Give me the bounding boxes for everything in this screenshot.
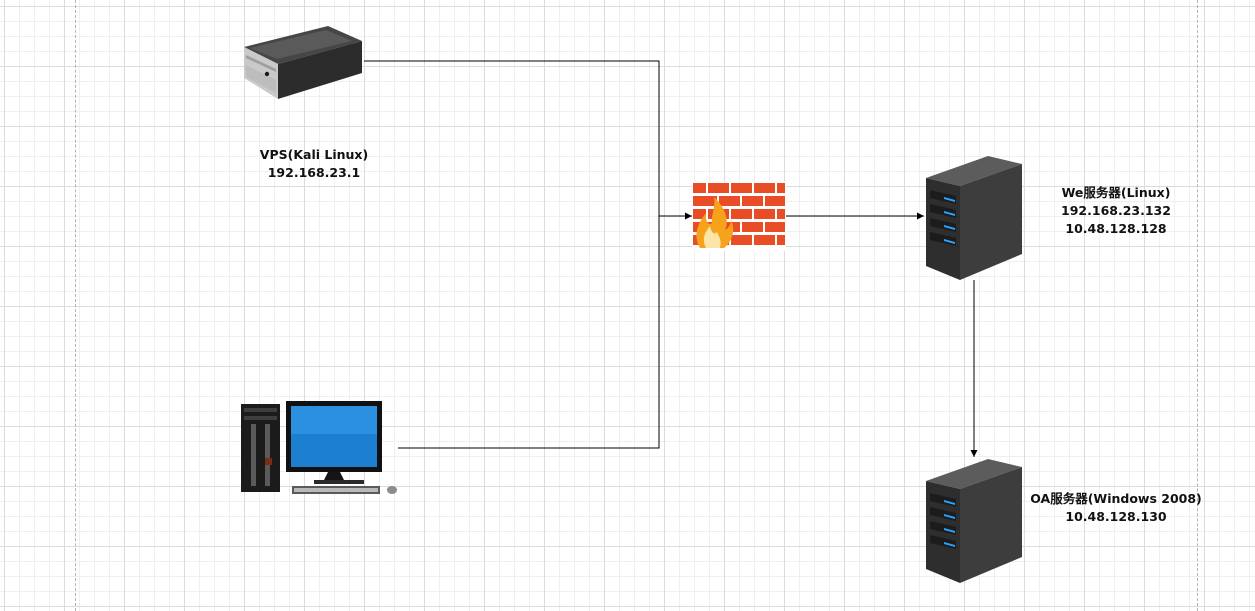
vps-name: VPS(Kali Linux)	[259, 147, 369, 162]
vps-ip: 192.168.23.1	[267, 165, 361, 180]
vps-label: VPS(Kali Linux) 192.168.23.1	[239, 146, 389, 182]
web-server-name: We服务器(Linux)	[1061, 185, 1171, 200]
web-server-ip-internal: 10.48.128.128	[1065, 221, 1167, 236]
oa-server-ip: 10.48.128.130	[1065, 509, 1167, 524]
edge-vps-to-firewall[interactable]	[364, 60, 692, 220]
page-guide-right	[1197, 0, 1198, 611]
vps-server-icon[interactable]	[240, 25, 366, 100]
web-server-icon[interactable]	[924, 154, 1024, 280]
desktop-computer-icon[interactable]	[240, 400, 402, 497]
web-server-ip-external: 192.168.23.132	[1061, 203, 1171, 218]
oa-server-name: OA服务器(Windows 2008)	[1030, 491, 1202, 506]
oa-server-icon[interactable]	[924, 457, 1024, 583]
page-guide-left	[75, 0, 76, 611]
oa-server-label: OA服务器(Windows 2008) 10.48.128.130	[1026, 490, 1206, 526]
firewall-icon[interactable]	[692, 182, 786, 251]
web-server-label: We服务器(Linux) 192.168.23.132 10.48.128.12…	[1041, 184, 1191, 238]
edge-pc-to-firewall[interactable]	[398, 216, 660, 449]
